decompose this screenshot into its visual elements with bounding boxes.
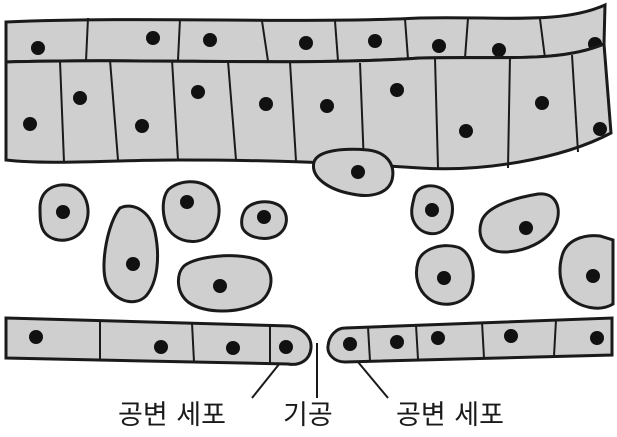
spongy-cell (480, 194, 558, 252)
lower-epidermis-right (328, 318, 612, 362)
lower-epidermis-left (6, 318, 311, 364)
spongy-cell (242, 202, 287, 239)
spongy-cell (313, 149, 392, 195)
spongy-cell (560, 236, 613, 309)
spongy-cell (416, 246, 473, 305)
spongy-cell (163, 182, 219, 242)
guard-cell-label-left: 공변 세포 (118, 402, 226, 429)
stoma-label: 기공 (283, 402, 333, 429)
spongy-mesophyll (40, 149, 613, 311)
spongy-cell (412, 186, 453, 234)
upper-epidermis (6, 5, 605, 62)
palisade-outline (6, 44, 611, 169)
leader-guard-cell-right (358, 362, 388, 398)
upper-epidermis-outline (6, 5, 605, 62)
spongy-cell (40, 185, 88, 240)
leader-guard-cell-left (252, 363, 280, 398)
palisade-layer (6, 44, 611, 169)
guard-cell-label-right: 공변 세포 (396, 402, 504, 429)
spongy-cell (178, 256, 271, 311)
spongy-cell (104, 206, 158, 302)
